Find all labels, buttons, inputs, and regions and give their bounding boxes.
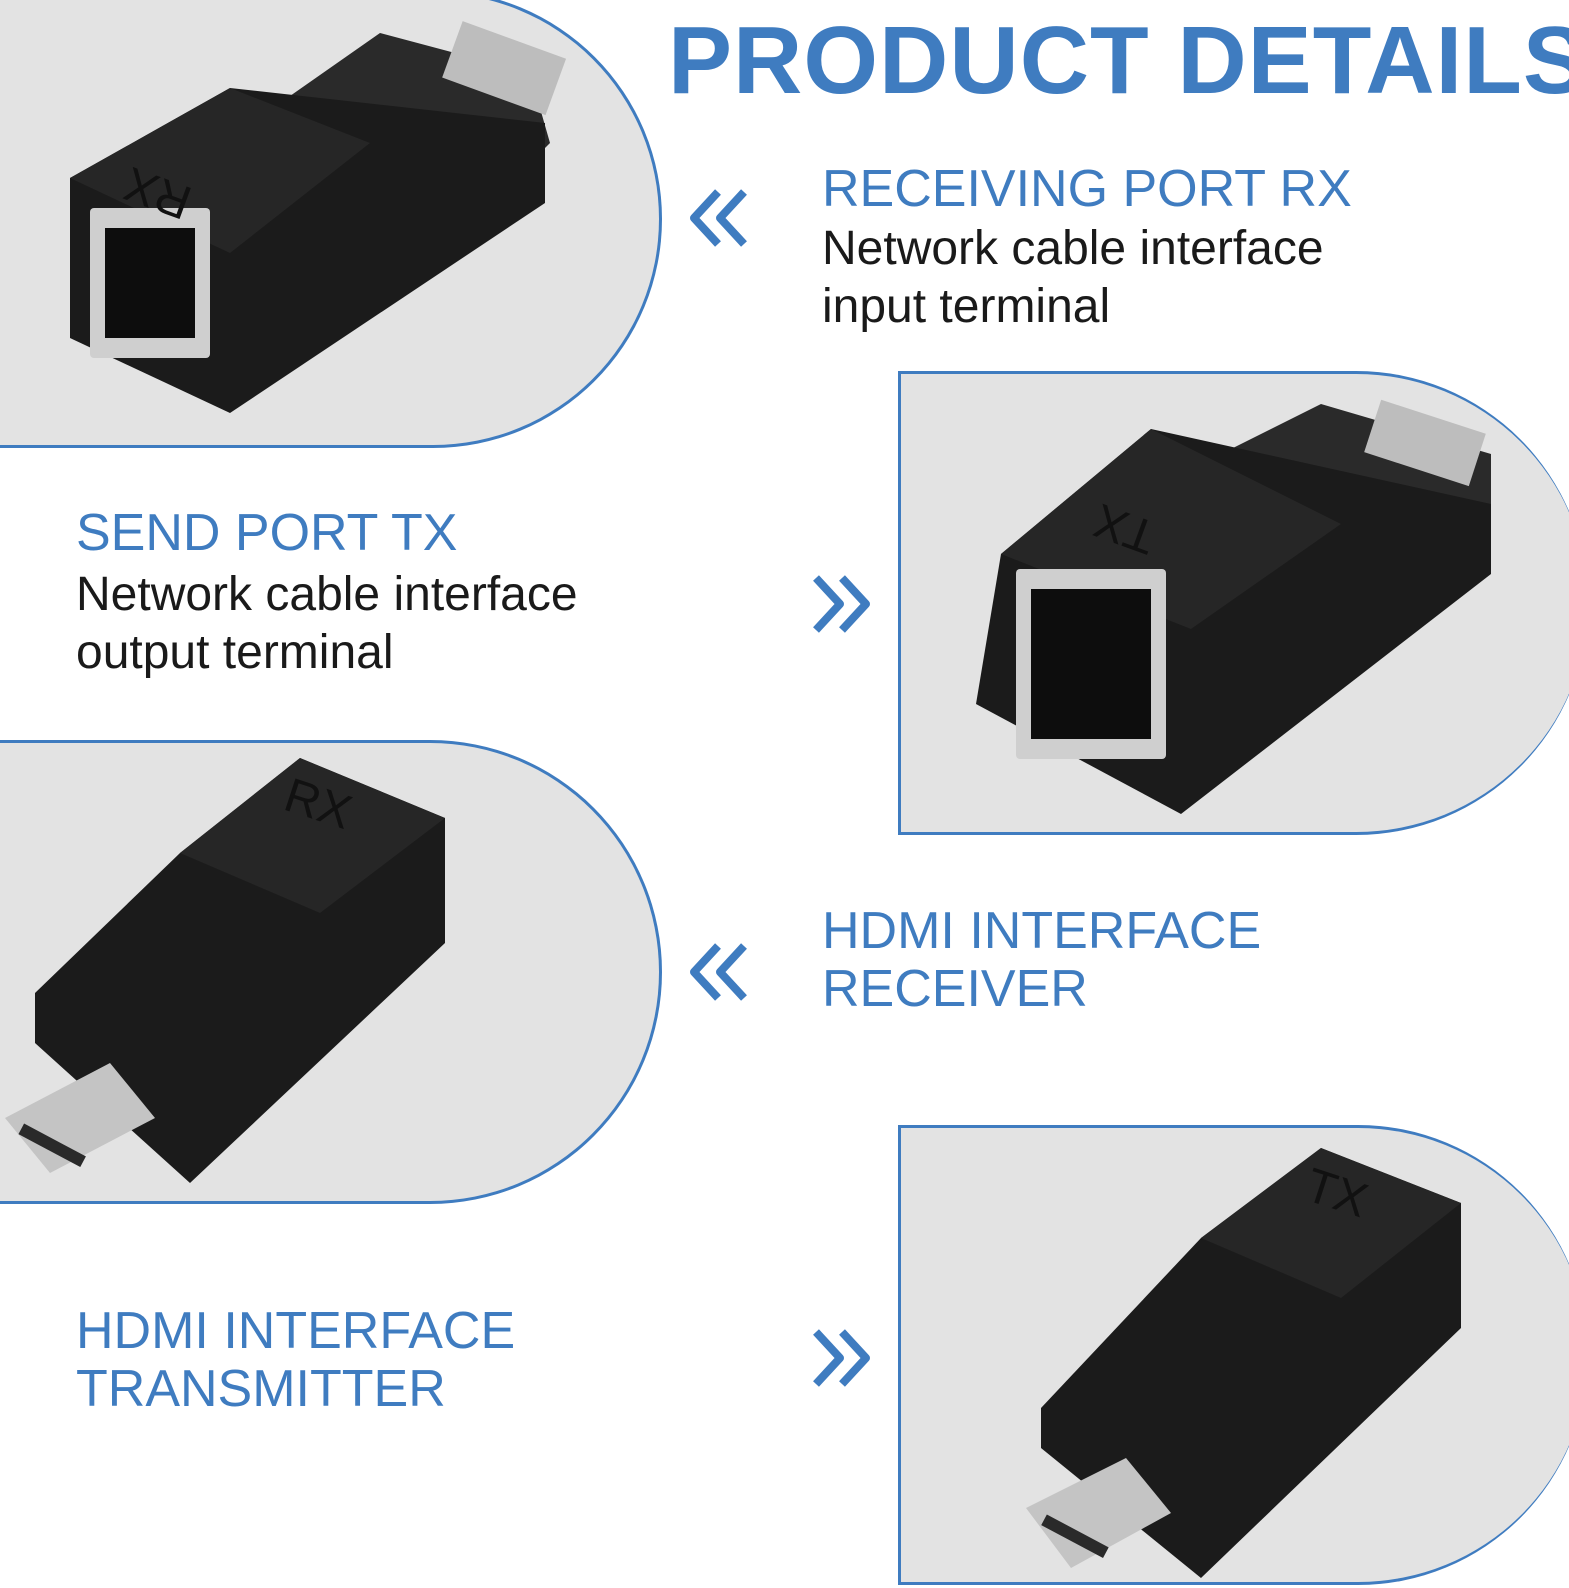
page-title: PRODUCT DETAILS — [668, 7, 1569, 114]
chevron-double-left-icon — [690, 189, 747, 247]
section-2-desc-line2: output terminal — [76, 626, 394, 679]
rx-hdmi-device-image: RX — [5, 758, 445, 1183]
section-4-heading-line1: HDMI INTERFACE — [76, 1302, 516, 1360]
section-1-desc-line1: Network cable interface — [822, 222, 1324, 275]
rx-ethernet-panel: RX — [0, 0, 662, 448]
section-3-heading-line1: HDMI INTERFACE — [822, 902, 1262, 960]
tx-ethernet-panel: TX — [898, 371, 1569, 835]
section-4-heading-line2: TRANSMITTER — [76, 1360, 446, 1418]
section-3-heading-line2: RECEIVER — [822, 960, 1088, 1018]
section-2-desc-line1: Network cable interface — [76, 568, 578, 621]
chevron-double-right-icon — [813, 575, 870, 633]
tx-hdmi-device-image: TX — [1026, 1148, 1461, 1578]
chevron-double-right-icon — [813, 1329, 870, 1387]
rx-hdmi-panel: RX — [0, 740, 662, 1204]
tx-hdmi-panel: TX — [898, 1125, 1569, 1585]
chevron-double-left-icon — [690, 943, 747, 1001]
section-1-desc-line2: input terminal — [822, 280, 1111, 333]
tx-ethernet-device-image: TX — [976, 399, 1491, 814]
section-2-heading: SEND PORT TX — [76, 504, 458, 562]
rx-ethernet-device-image: RX — [70, 21, 567, 413]
section-1-heading: RECEIVING PORT RX — [822, 160, 1352, 218]
